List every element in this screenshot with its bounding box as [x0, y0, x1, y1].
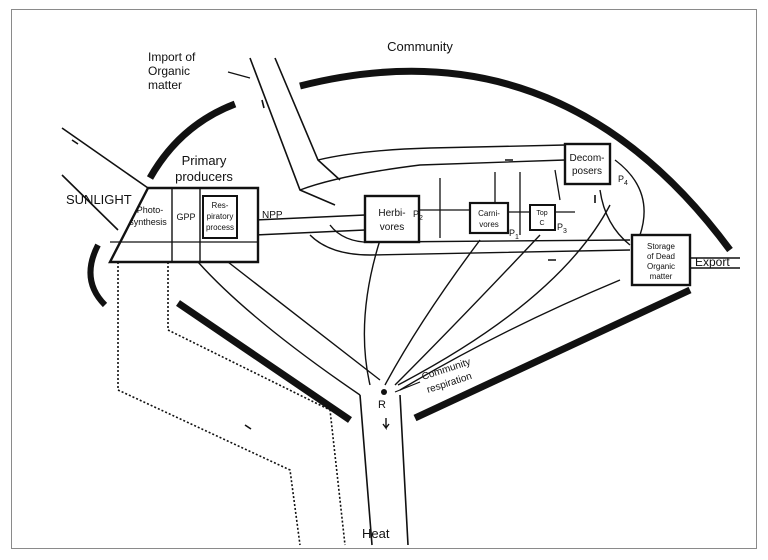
herbivores-label-2: vores	[380, 222, 404, 233]
npp-label: NPP	[262, 210, 283, 221]
p4-label: P4	[618, 174, 628, 187]
figure-frame	[11, 9, 757, 549]
respiratory-label-2: piratory	[207, 212, 234, 221]
sunlight-arrow	[71, 139, 79, 145]
import-label-1: Import of	[148, 50, 196, 64]
respiration-channel	[197, 261, 381, 396]
import-label-2: Organic	[148, 64, 190, 78]
sunlight-label: SUNLIGHT	[66, 192, 132, 207]
decomposer-loop	[599, 159, 645, 246]
import-label-3: matter	[148, 78, 182, 92]
topc-respiration	[394, 234, 541, 386]
gpp-label: GPP	[176, 212, 195, 222]
p2-label: P2	[413, 209, 423, 222]
community-label: Community	[387, 39, 453, 54]
carnivores-label-1: Carni-	[478, 209, 500, 218]
community-dome-right-lower	[413, 286, 692, 422]
carnivore-respiration	[384, 239, 481, 386]
storage-respiration	[399, 279, 621, 391]
top-c-label-2: C	[539, 220, 544, 227]
herbivores-label-1: Herbi-	[378, 208, 405, 219]
respiratory-label-3: process	[206, 223, 234, 232]
top-c-box	[529, 204, 556, 231]
community-dome-left-lower	[176, 300, 352, 423]
export-label: Export	[695, 255, 730, 269]
decomposer-respiration	[397, 204, 611, 386]
carnivores-label-2: vores	[479, 220, 499, 229]
link-lines	[420, 169, 575, 238]
p3-label: P3	[557, 222, 567, 235]
import-leader	[227, 71, 251, 79]
community-dome-arc	[299, 67, 733, 253]
top-flow	[299, 144, 566, 191]
carnivores-box	[468, 201, 510, 235]
herbivore-respiration	[363, 239, 381, 386]
npp-channel	[254, 214, 366, 236]
heat-trunk	[359, 394, 409, 546]
herbivores-box	[363, 194, 421, 244]
r-label: R	[378, 399, 386, 411]
storage-label-3: Organic	[647, 262, 675, 271]
heat-arrow	[382, 418, 390, 431]
storage-label-2: of Dead	[647, 252, 675, 261]
storage-box	[630, 233, 692, 287]
decomposers-box	[563, 142, 612, 186]
export-flow	[690, 257, 740, 269]
respiratory-box	[202, 195, 238, 239]
producer-heat-channel	[117, 262, 346, 546]
heat-label: Heat	[362, 526, 390, 541]
respiration-leader	[394, 381, 421, 393]
primary-producers-label-1: Primary	[182, 153, 227, 168]
photosynthesis-label-1: Photo-	[137, 205, 164, 215]
decomposers-label-1: Decom-	[569, 153, 604, 164]
storage-label-1: Storage	[647, 242, 676, 251]
storage-label-4: matter	[650, 272, 673, 281]
respiratory-label-1: Res-	[212, 201, 229, 210]
photosynthesis-label-2: synthesis	[129, 217, 167, 227]
junction-r	[381, 389, 387, 395]
sunlight-beam	[61, 127, 149, 231]
import-arrow	[261, 99, 265, 109]
primary-producers-label-2: producers	[175, 169, 233, 184]
decomposers-label-2: posers	[572, 166, 602, 177]
community-dome-left-arc	[146, 100, 237, 180]
p1-label: P1	[509, 228, 519, 241]
top-c-label-1: Top	[536, 210, 547, 217]
community-dome-left-cap	[87, 243, 108, 308]
